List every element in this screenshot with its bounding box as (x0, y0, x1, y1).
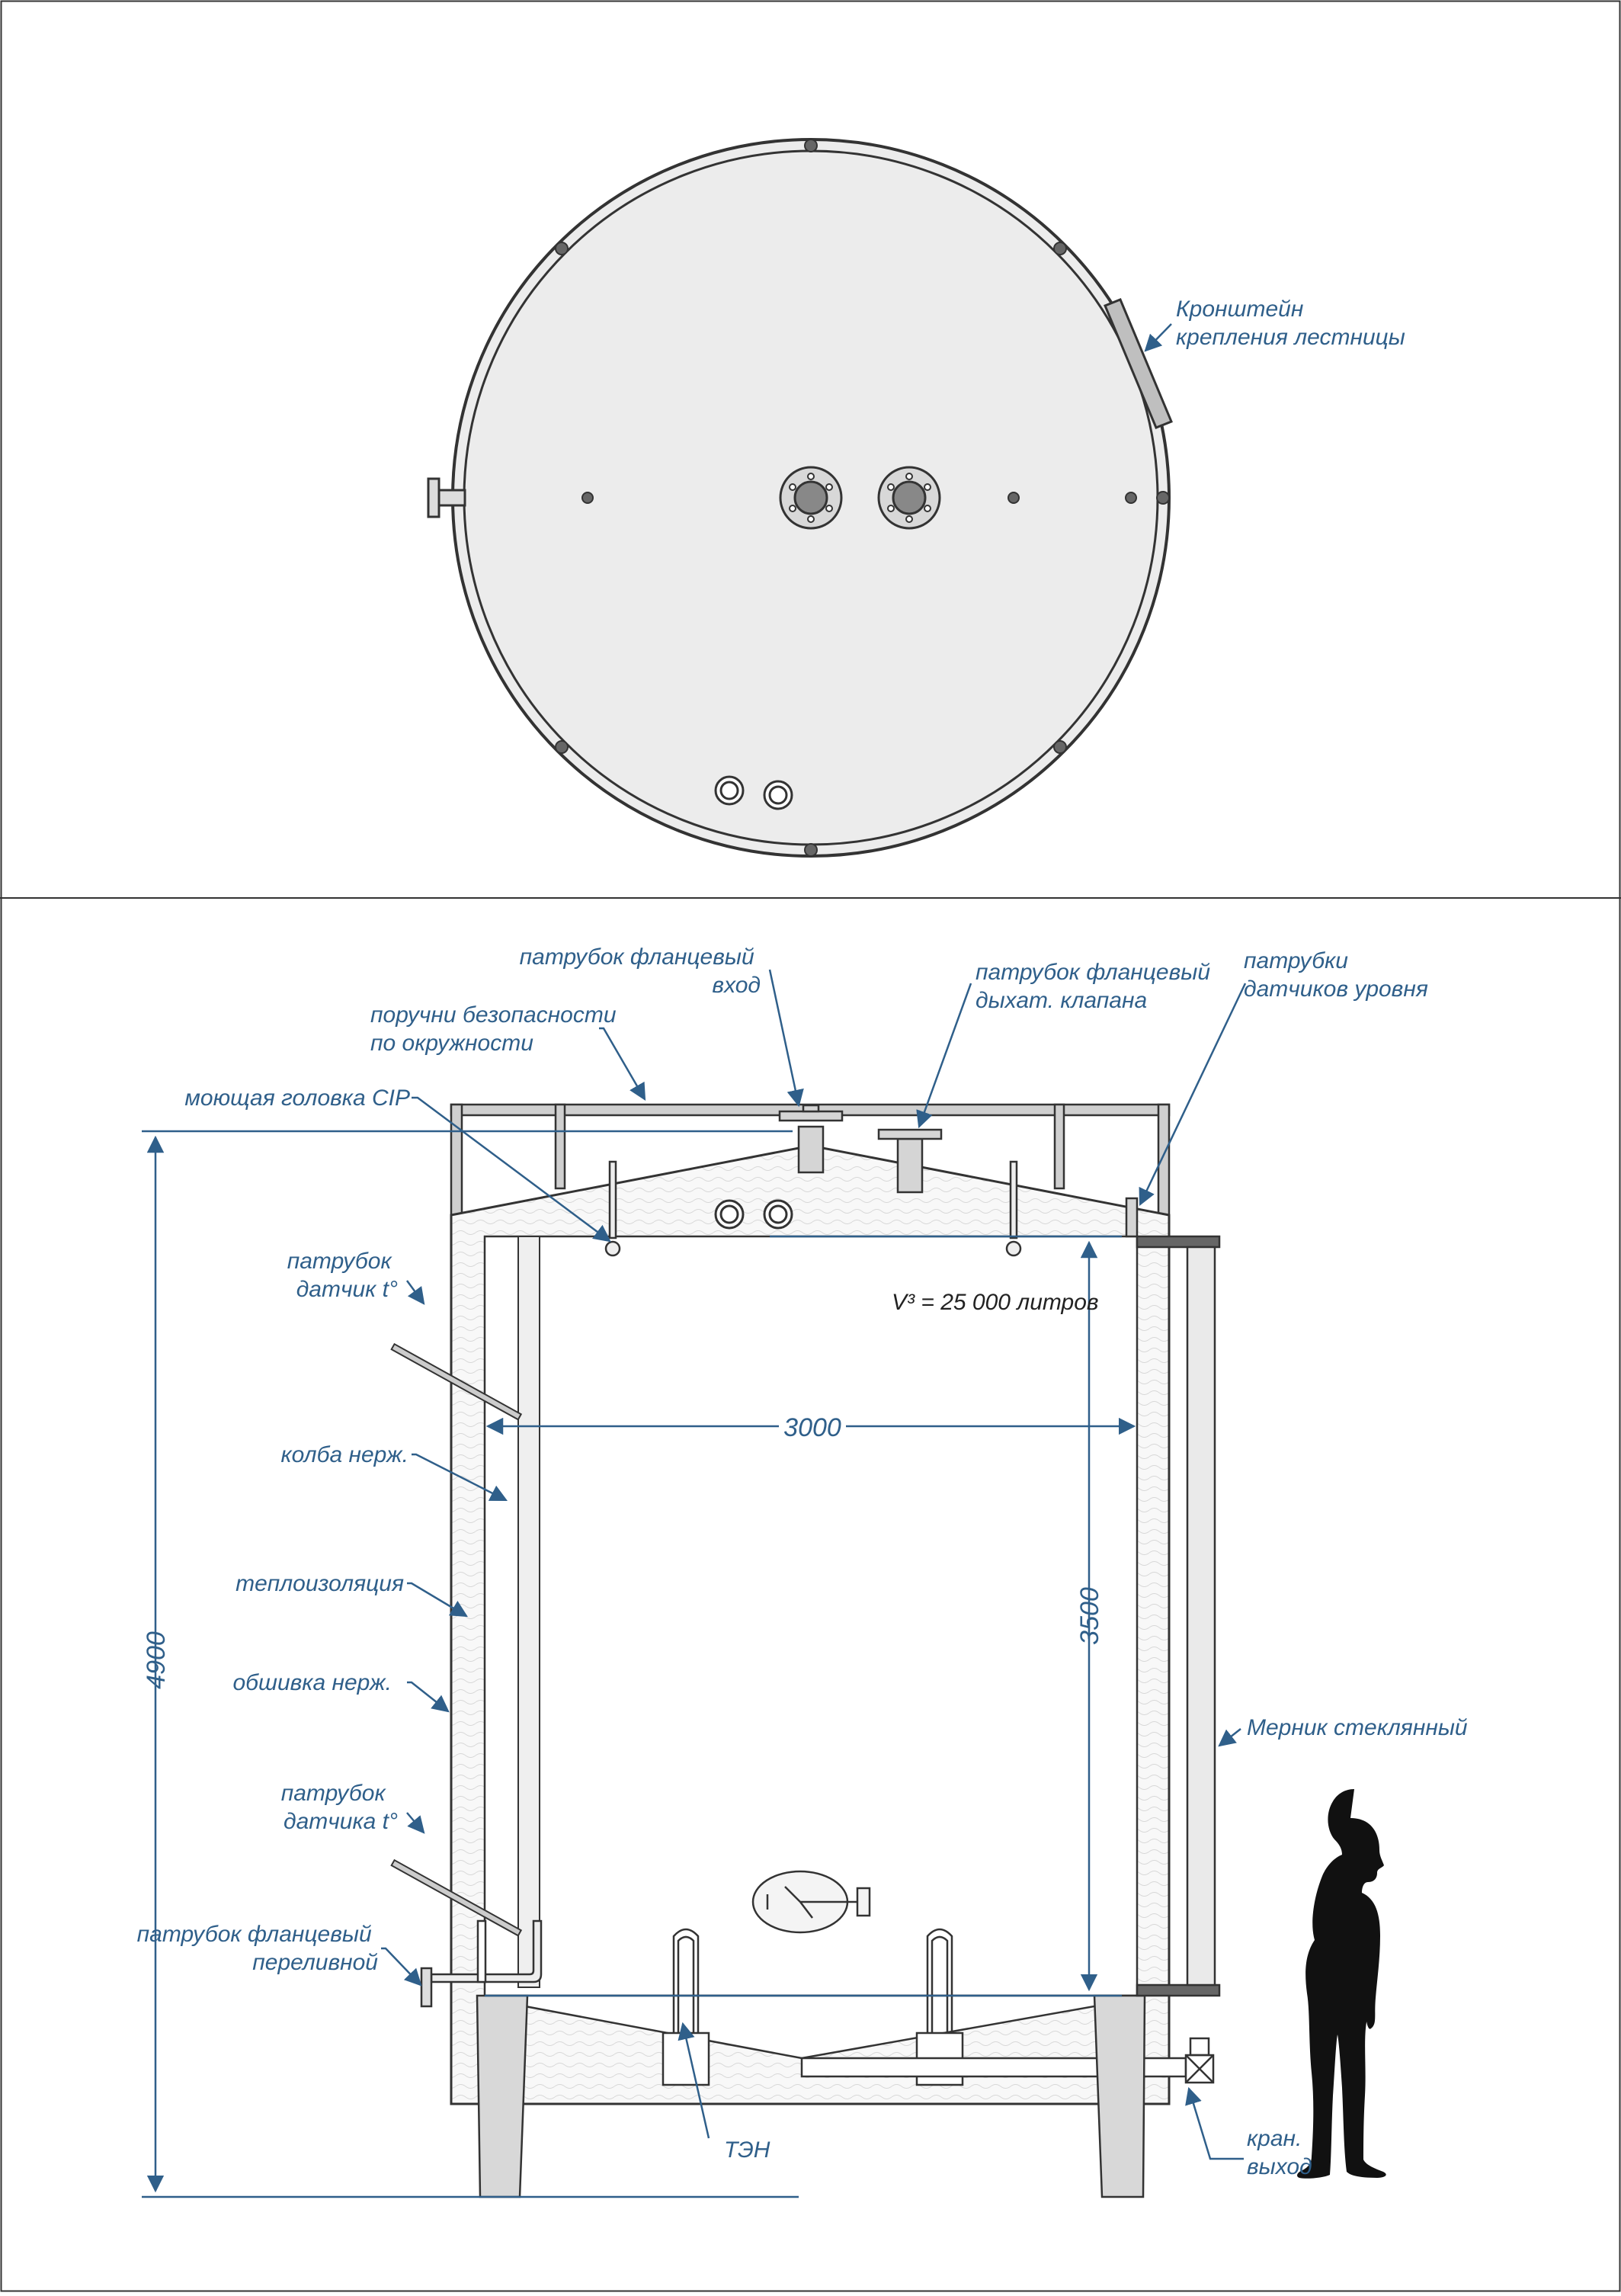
overflow-nozzle-top (427, 477, 466, 518)
cip-probe (604, 1160, 621, 1257)
rim-bolt (555, 740, 569, 754)
label-level-sensors: патрубки датчиков уровня (1244, 948, 1428, 1002)
label-outlet-valve: кран. выход (1247, 2126, 1312, 2179)
side-rings (714, 1199, 793, 1230)
label-temp-sensor-upper: патрубок датчик t° (287, 1249, 398, 1302)
flange-breather-top (877, 466, 941, 530)
side-manhole (751, 1870, 871, 1934)
gauge-glass (1136, 1235, 1221, 1997)
dim-inner-height: 3500 (1075, 1587, 1104, 1645)
dim-total-height: 4900 (142, 1631, 171, 1689)
dimension-lines (142, 1130, 1136, 2198)
rim-bolts (452, 139, 1170, 857)
inner-wall-left (517, 1236, 540, 1988)
temp-sensor-rod-upper (390, 1342, 523, 1421)
outlet-pipe (800, 2037, 1215, 2084)
volume-label: V³ = 25 000 литров (892, 1290, 1099, 1315)
ladder-bracket-leader (1144, 323, 1172, 352)
overflow-nozzle (420, 1919, 543, 2008)
rim-bolt (804, 843, 818, 857)
fitting-dot (581, 492, 594, 504)
side-view: 4900 3500 3000 V³ = 25 000 литров патруб… (137, 944, 1468, 2198)
label-insulation: теплоизоляция (235, 1571, 404, 1596)
leg-left (476, 1994, 529, 2198)
level-sensor-nozzle (1125, 1197, 1139, 1238)
roof-fittings (581, 492, 1137, 504)
label-railing: поручни безопасности по окружности (370, 1002, 623, 1056)
level-probe (1005, 1160, 1022, 1257)
label-cladding: обшивка нерж. (232, 1670, 392, 1695)
human-silhouette (1297, 1789, 1386, 2179)
top-flange-inlet (778, 1104, 844, 1174)
label-breather-flange: патрубок фланцевый дыхат. клапана (975, 960, 1216, 1013)
fitting-dot (1008, 492, 1020, 504)
label-temp-sensor-lower: патрубок датчика t° (281, 1781, 398, 1834)
fitting-dot (1125, 492, 1137, 504)
inner-vessel (483, 1235, 1139, 1997)
rim-bolt (1156, 491, 1170, 505)
label-steel-vessel: колба нерж. (280, 1442, 408, 1467)
label-heater: ТЭН (724, 2137, 770, 2163)
label-flange-inlet: патрубок фланцевый вход (520, 944, 761, 998)
flange-inlet-top (779, 466, 843, 530)
manhole-rings-top (714, 775, 793, 810)
dim-inner-diameter: 3000 (783, 1413, 841, 1442)
temp-sensor-rod-lower (390, 1858, 523, 1937)
leg-right (1093, 1994, 1146, 2198)
rim-bolt (1053, 242, 1067, 255)
rim-bolt (555, 242, 569, 255)
label-overflow-flange: патрубок фланцевый переливной (137, 1922, 379, 1975)
rim-bolt (1053, 740, 1067, 754)
top-flange-breather (877, 1128, 943, 1194)
rim-bolt (804, 139, 818, 152)
label-cip-head: моющая головка CIP (184, 1085, 410, 1111)
ladder-bracket (1104, 298, 1173, 429)
top-view: Кронштейн крепления лестницы (427, 138, 1405, 858)
label-gauge-glass: Мерник стеклянный (1247, 1715, 1468, 1740)
ladder-bracket-label: Кронштейн крепления лестницы (1176, 297, 1405, 350)
leader-lines (381, 969, 1247, 2160)
